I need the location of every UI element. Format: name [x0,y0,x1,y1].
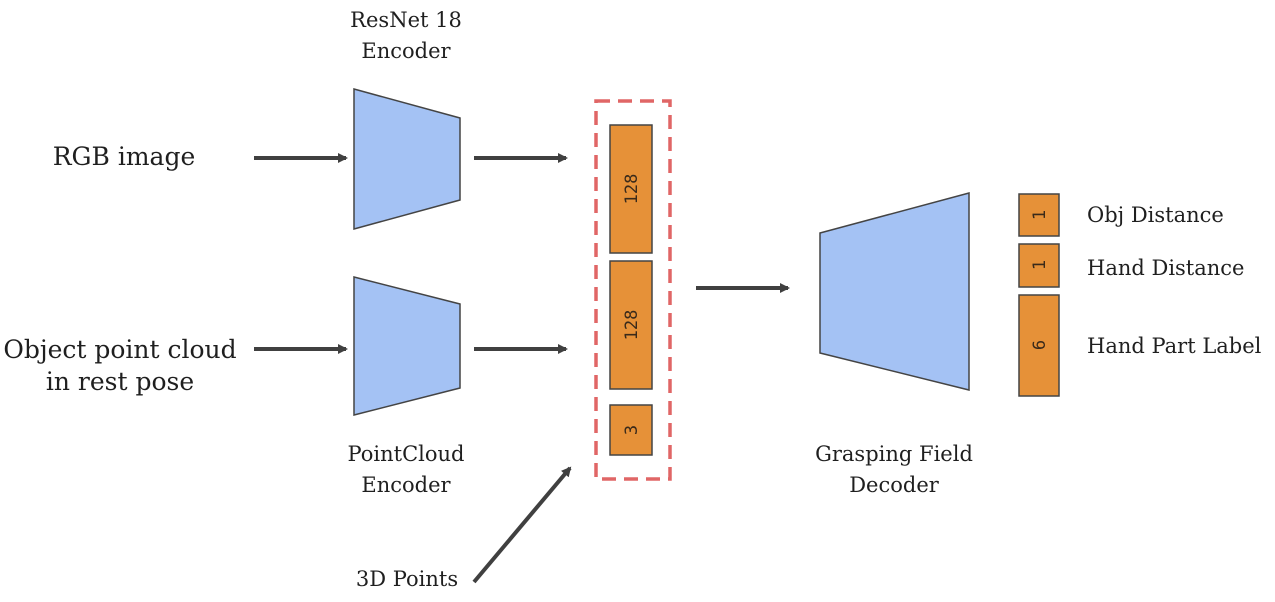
obj-distance-block: 1 [1018,193,1060,237]
point-cloud-label-line2: in rest pose [46,367,194,396]
pointcloud-feature-dim: 128 [622,310,642,341]
pointcloud-encoder-shape [353,276,461,416]
pointcloud-encoder-label-line2: Encoder [361,473,451,497]
pointcloud-feature-block: 128 [609,260,653,390]
obj-distance-dim: 1 [1030,210,1050,220]
decoder-shape [819,192,970,391]
points-input-arrow [472,466,572,584]
point-coord-dim: 3 [622,425,642,435]
hand-part-dim: 6 [1030,340,1050,350]
point-coord-block: 3 [609,404,653,456]
hand-part-block: 6 [1018,294,1060,397]
hand-distance-dim: 1 [1030,260,1050,270]
hand-distance-block: 1 [1018,243,1060,288]
resnet-encoder-shape [353,88,461,230]
concat-dashed-box [594,99,672,481]
resnet-encoder-label-line2: Encoder [361,39,451,63]
resnet-encoder-label-line1: ResNet 18 [350,8,462,32]
points-label: 3D Points [356,567,458,591]
decoder-label-line2: Decoder [849,473,940,497]
obj-distance-label: Obj Distance [1087,203,1224,227]
hand-distance-label: Hand Distance [1087,256,1244,280]
point-cloud-label-line1: Object point cloud [3,335,236,364]
rgb-image-label: RGB image [53,142,196,171]
image-feature-dim: 128 [622,174,642,205]
decoder-label-line1: Grasping Field [815,442,973,466]
pointcloud-encoder-label-line1: PointCloud [348,442,465,466]
image-feature-block: 128 [609,124,653,254]
hand-part-label: Hand Part Label [1087,334,1262,358]
